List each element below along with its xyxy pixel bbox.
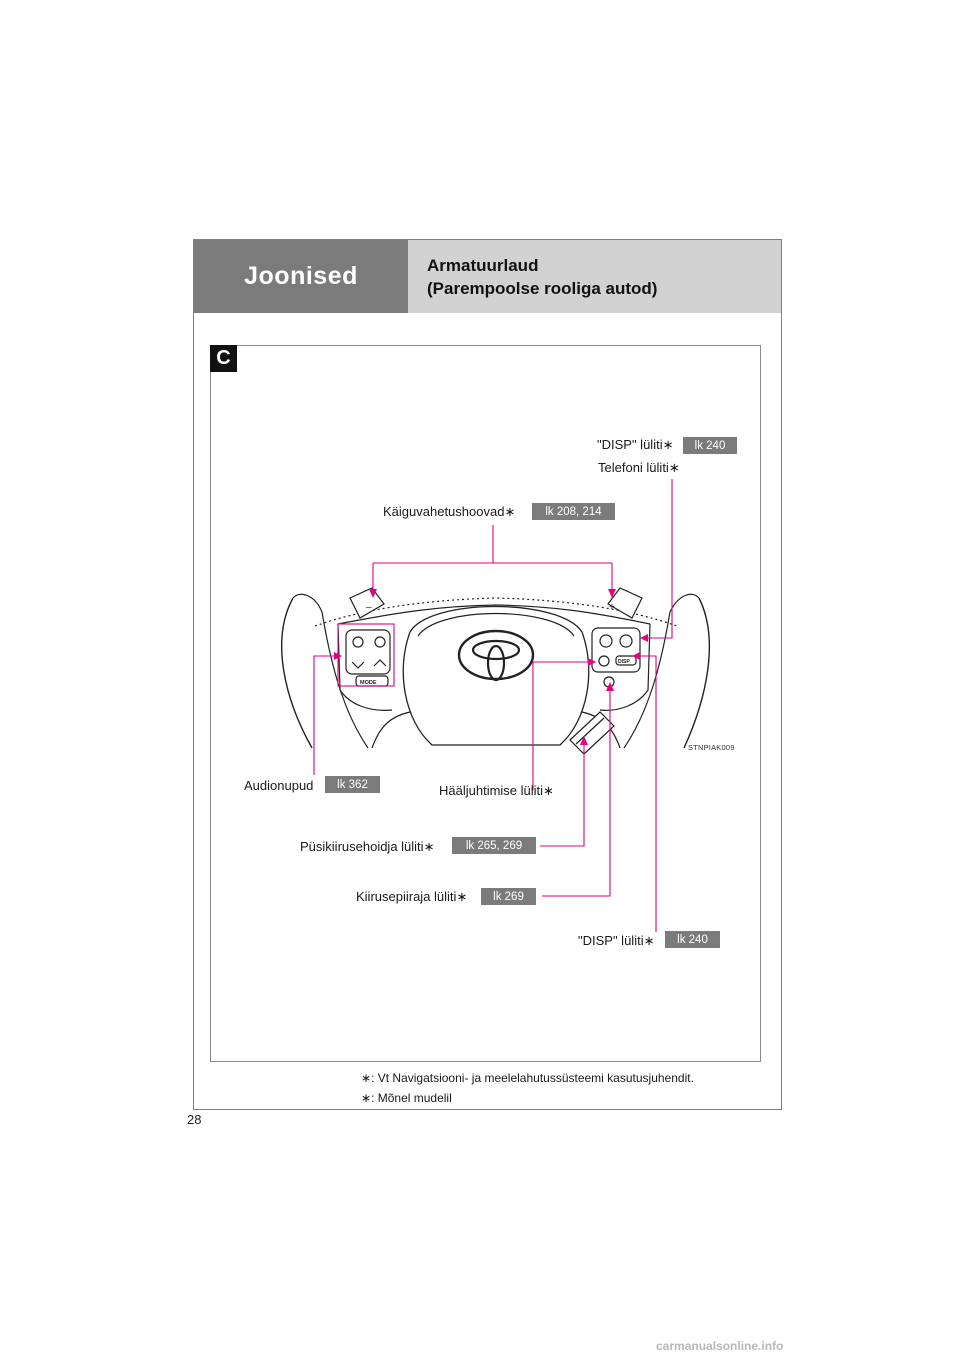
cruise-control-label: Püsikiirusehoidja lüliti∗ (300, 839, 435, 854)
disp-switch-top-label: "DISP" lüliti∗ (597, 437, 674, 452)
leader-lines (313, 479, 673, 932)
audio-buttons-ref: lk 362 (325, 776, 380, 793)
image-code: STNPIAK009 (688, 743, 735, 752)
page-header: Armatuurlaud (Parempoolse rooliga autod) (408, 240, 781, 313)
steering-wheel-drawing (281, 587, 710, 755)
section-title: Joonised (244, 262, 358, 290)
page-frame: Joonised Armatuurlaud (Parempoolse rooli… (193, 239, 782, 1110)
section-header: Joonised (194, 240, 408, 313)
paddle-minus-mark: – (366, 602, 372, 613)
paddle-plus-mark: + (609, 602, 615, 613)
leader-arrowheads (334, 589, 648, 745)
footnote-navigation: ∗: Vt Navigatsiooni- ja meelelahutussüst… (361, 1071, 694, 1085)
footnote-some-models: ∗: Mõnel mudelil (361, 1091, 452, 1105)
page-title-line2: (Parempoolse rooliga autod) (427, 279, 658, 298)
voice-switch-label: Hääljuhtimise lüliti∗ (439, 783, 554, 798)
section-badge: C (210, 345, 237, 372)
page-title-line1: Armatuurlaud (427, 256, 539, 275)
mode-button-mark: MODE (360, 680, 377, 686)
shift-paddles-ref: lk 208, 214 (532, 503, 615, 520)
diagram-panel (210, 345, 761, 1062)
audio-buttons-label: Audionupud (244, 778, 314, 793)
disp-button-mark: DISP (618, 659, 630, 665)
speed-limiter-ref: lk 269 (481, 888, 536, 905)
disp-switch-bottom-ref: lk 240 (665, 931, 720, 948)
telephone-switch-label: Telefoni lüliti∗ (598, 460, 680, 475)
disp-switch-top-ref: lk 240 (683, 437, 737, 454)
watermark: carmanualsonline.info (656, 1339, 784, 1353)
cruise-control-ref: lk 265, 269 (452, 837, 536, 854)
shift-paddles-label: Käiguvahetushoovad∗ (383, 504, 516, 519)
page-number: 28 (187, 1112, 202, 1127)
disp-switch-bottom-label: "DISP" lüliti∗ (578, 933, 655, 948)
speed-limiter-label: Kiirusepiiraja lüliti∗ (356, 889, 468, 904)
